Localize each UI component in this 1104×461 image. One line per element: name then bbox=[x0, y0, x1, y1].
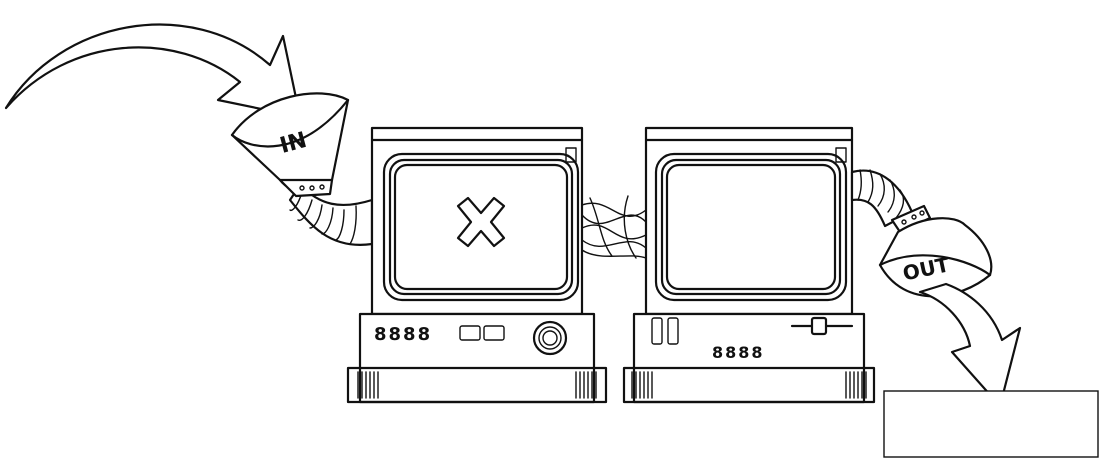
right-readout: 8888 bbox=[712, 343, 765, 362]
output-arrow bbox=[918, 282, 1022, 408]
right-vent bbox=[631, 371, 867, 399]
dial-icon bbox=[532, 320, 568, 356]
input-arrow bbox=[4, 23, 302, 119]
right-monitor: 8888 bbox=[622, 126, 876, 404]
x-mark-icon bbox=[456, 196, 506, 248]
input-funnel: IN bbox=[230, 92, 374, 246]
connecting-cables bbox=[581, 195, 647, 259]
output-box bbox=[883, 390, 1099, 458]
output-funnel: OUT bbox=[850, 169, 993, 298]
left-monitor: 8888 bbox=[346, 126, 608, 404]
left-vent bbox=[357, 371, 597, 399]
left-readout: 8888 bbox=[374, 324, 432, 345]
slider-icon bbox=[790, 316, 854, 336]
